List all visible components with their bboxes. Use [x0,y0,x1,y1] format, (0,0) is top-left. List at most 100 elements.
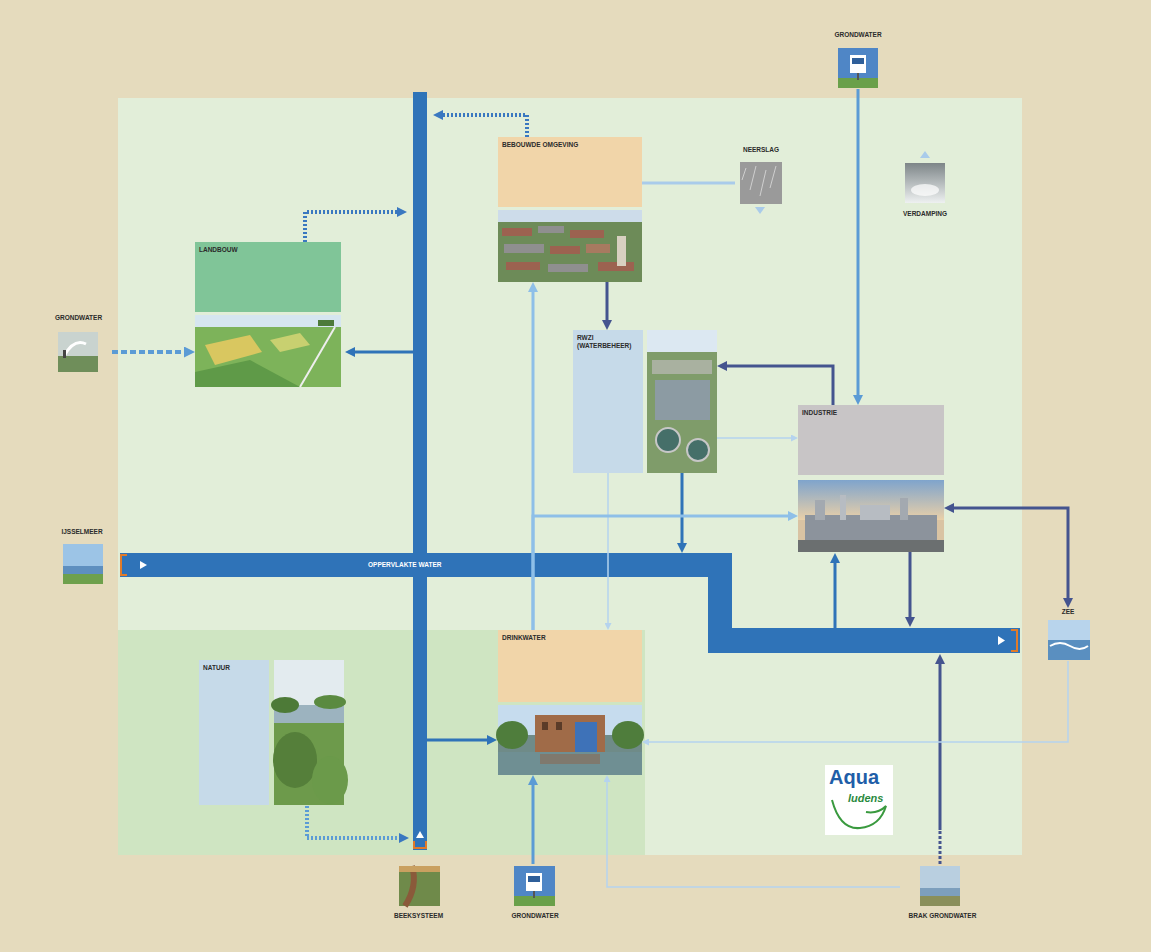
flow-connector [533,516,793,630]
waterworks-photo [496,721,528,749]
flow-connector [532,780,535,864]
node-label: GRONDWATER [511,912,558,920]
flow-connector [717,437,795,439]
farm-photo [195,315,341,387]
rain-icon [740,162,782,204]
farm-photo [195,315,341,387]
waterworks-photo [612,721,644,749]
flow-connector [606,282,609,325]
lake-icon [63,544,103,584]
groundwater-icon [857,73,859,80]
industry-photo [798,480,944,552]
farm-photo [300,327,335,387]
source-icon: NEERSLAG [735,146,787,204]
sector-box: BEBOUWDE OMGEVING [498,137,642,282]
source-icon: GRONDWATER [815,31,901,89]
city-photo [506,262,540,270]
industry-photo [900,498,908,520]
logo [832,800,886,828]
nature-photo [314,695,346,709]
nature-photo [271,660,348,805]
water-channels [120,553,732,577]
sector-box: INDUSTRIE [798,405,944,552]
stream-icon [399,866,440,906]
rain-icon [742,166,776,196]
nature-photo [273,732,317,788]
sea-icon [1048,640,1090,660]
node-label: GRONDWATER [834,31,881,39]
logo [825,765,893,835]
city-photo [504,244,544,253]
city-photo [598,262,634,271]
flow-connector [112,350,190,354]
rain-icon [740,162,782,204]
node-label: VERDAMPING [903,210,947,218]
waterworks-photo [535,715,605,752]
box-header: INDUSTRIE [798,405,944,475]
flow-connector [857,89,860,400]
stream-icon [399,866,440,872]
source-icon: GRONDWATER [500,864,570,920]
flow-connector [607,473,609,627]
flow-arrows [939,830,942,864]
groundwater-icon [514,866,555,906]
city-photo [538,226,564,233]
source-icon: BEEKSYSTEEM [385,864,452,920]
farm-photo [318,320,334,326]
lake-icon [63,544,103,584]
node-label: DRINKWATER [502,634,638,642]
groundwater-icon [838,48,878,88]
industry-photo [798,540,944,552]
waterworks-photo [556,722,562,730]
farm-photo [205,335,262,365]
sector-box: LANDBOUW [195,242,341,387]
node-label: NEERSLAG [743,146,779,154]
brackish-icon [920,866,960,906]
brackish-icon [920,866,960,906]
node-label: LANDBOUW [199,246,337,254]
city-photo [570,230,604,238]
farm-photo [270,333,310,352]
industry-photo [815,500,825,520]
flow-arrows [939,659,942,830]
treatment-photo [655,380,710,420]
node-label: OPPERVLAKTE WATER [368,553,732,577]
flow-connector [949,508,1068,603]
treatment-photo [687,439,709,461]
evaporation-icon [905,163,945,203]
source-icon: IJSSELMEER [52,528,112,585]
stream-icon [399,866,440,906]
box-header: LANDBOUW [195,242,341,312]
city-photo [548,264,588,272]
waterworks-photo [540,754,600,764]
sea-icon [1048,620,1090,660]
water-channels [708,628,1020,653]
flow-arrows [755,207,765,214]
flow-arrows [920,151,930,158]
sea-icon [1048,620,1090,660]
waterworks-photo [496,705,644,775]
flow-connector [646,661,1069,742]
treatment-photo [656,428,680,452]
flow-arrows [438,115,527,137]
box-header: NATUUR [199,660,269,805]
sea-icon [1050,643,1088,649]
water-channels [140,561,147,569]
irrigation-icon [58,332,98,372]
city-photo [498,210,642,282]
evaporation-icon [905,163,945,203]
source-icon: BRAK GRONDWATER [900,864,985,920]
irrigation-icon [64,343,86,357]
node-label: RWZI (WATERBEHEER) [577,334,639,350]
groundwater-icon [533,891,535,898]
brackish-icon [920,888,960,896]
farm-photo [195,315,341,327]
source-icon: ZEE [1040,608,1096,661]
water-channels [120,92,1020,850]
irrigation-icon [58,332,98,372]
box-header: BEBOUWDE OMGEVING [498,137,642,207]
flow-arrows [834,558,837,628]
lake-icon [63,574,103,584]
